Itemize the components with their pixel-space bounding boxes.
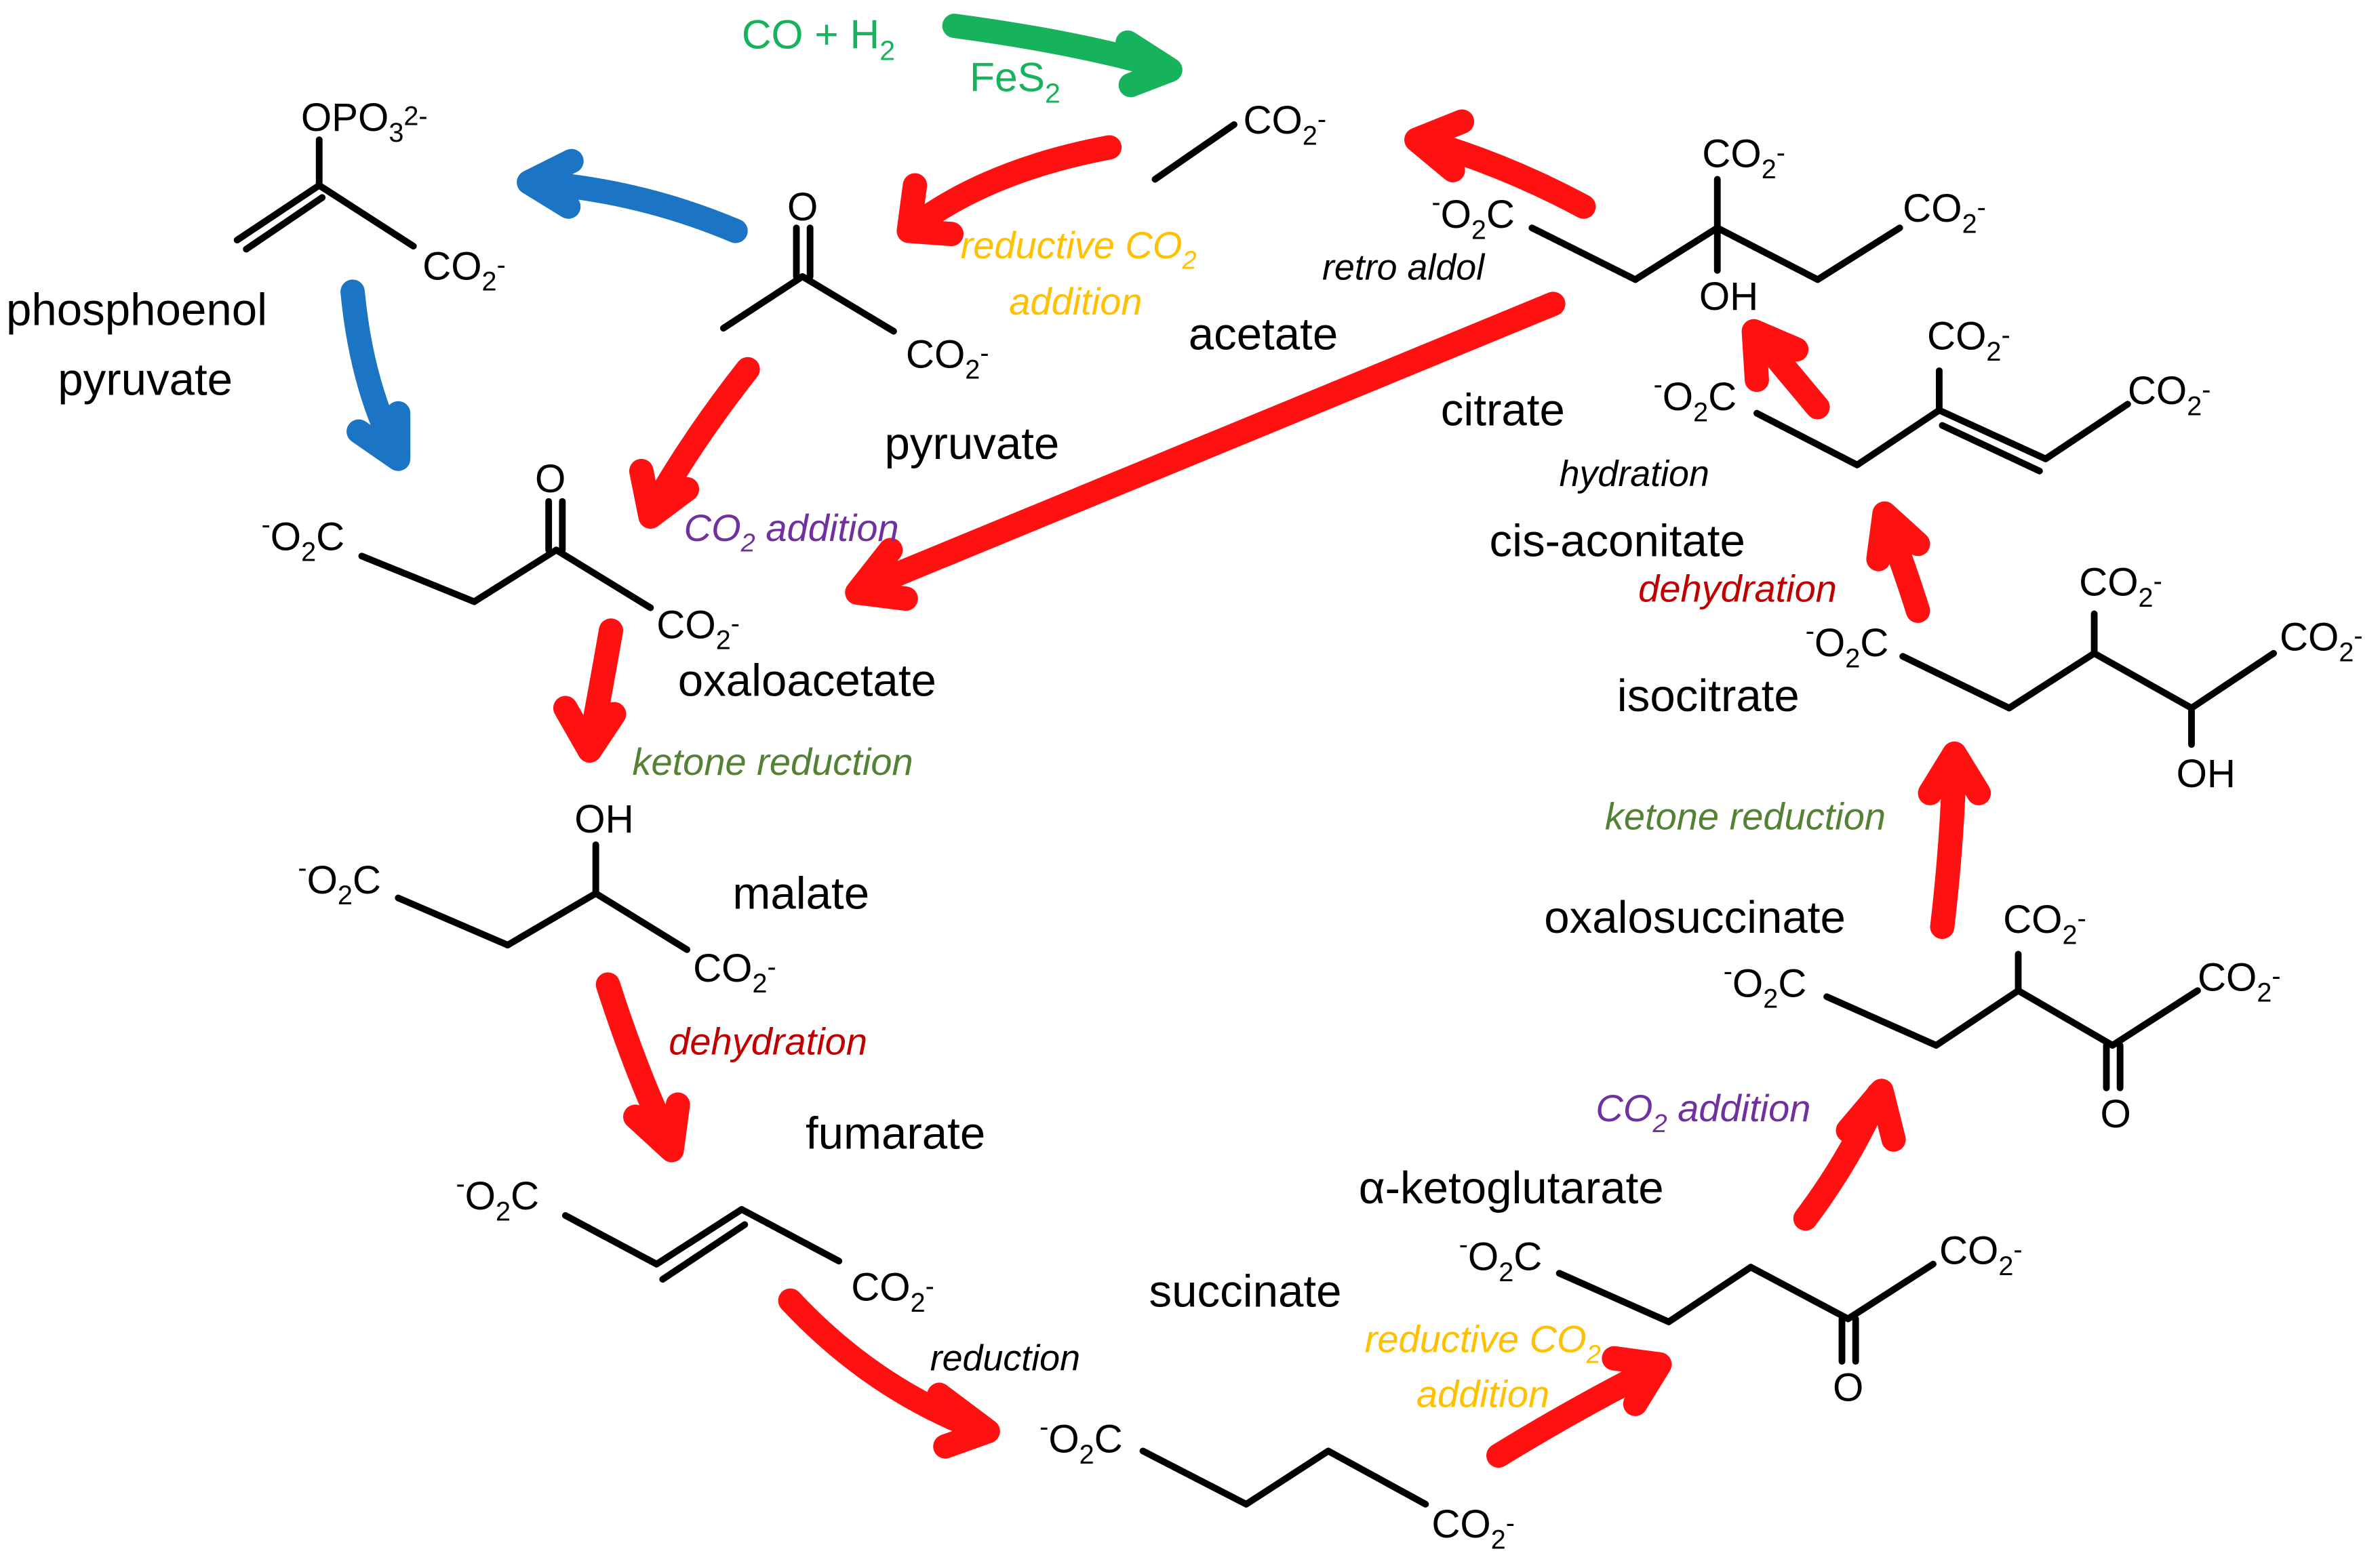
oxalosuccinate-o2c-left: -O2C — [1724, 957, 1807, 1014]
step-dehydration-1: dehydration — [669, 1020, 867, 1062]
fumarate-o2c-left: -O2C — [456, 1169, 539, 1227]
isocitrate-oh: OH — [2177, 752, 2236, 796]
pep-structure — [233, 136, 417, 253]
step-reductive-co2-2a: reductive CO2 — [1365, 1318, 1601, 1369]
oxaloacetate-o2c-left: -O2C — [262, 510, 345, 567]
malate-label: malate — [732, 868, 869, 919]
cisaconitate-co2-top: CO2- — [1927, 314, 2010, 366]
akg-label: α-ketoglutarate — [1359, 1163, 1664, 1213]
oxaloacetate-oxo: O — [535, 457, 566, 501]
step-dehydration-2: dehydration — [1638, 567, 1837, 610]
arrow-acetate-to-pyruvate — [896, 135, 1122, 247]
isocitrate-label: isocitrate — [1617, 670, 1800, 721]
succinate-label: succinate — [1149, 1266, 1341, 1317]
arrow-citrate-to-acetate — [1404, 109, 1596, 219]
succinate-o2c-left: -O2C — [1039, 1412, 1123, 1470]
malate-structure — [395, 841, 691, 953]
malate-co2-group: CO2- — [693, 946, 776, 999]
oxalosuccinate-co2-right: CO2- — [2198, 955, 2281, 1007]
step-hydration: hydration — [1560, 454, 1709, 494]
step-retro-aldol: retro aldol — [1322, 247, 1486, 287]
citrate-o2c-left: -O2C — [1431, 188, 1515, 245]
isocitrate-o2c-left: -O2C — [1806, 616, 1889, 674]
pyruvate-label: pyruvate — [885, 418, 1060, 469]
acetate-structure — [1151, 121, 1237, 183]
pyruvate-co2-group: CO2- — [906, 332, 989, 384]
step-co2-addition-1: CO2 addition — [684, 506, 899, 558]
arrow-succinate-to-akg — [1486, 1346, 1672, 1468]
pep-label-line2: pyruvate — [58, 355, 233, 405]
feed-catalyst: FeS2 — [970, 54, 1060, 108]
oxalosuccinate-oxo: O — [2101, 1092, 2131, 1136]
succinate-co2-group: CO2- — [1431, 1502, 1515, 1554]
arrow-citrate-to-oxaloacetate — [845, 292, 1566, 611]
pep-co2-group: CO2- — [422, 244, 506, 296]
citrate-co2-top: CO2- — [1702, 132, 1785, 184]
arrow-cisaconitate-to-citrate — [1741, 319, 1830, 420]
pyruvate-structure — [719, 224, 897, 335]
arrow-pyruvate-to-pep — [517, 148, 748, 243]
citrate-co2-right: CO2- — [1903, 186, 1986, 239]
feed-reactants: CO + H2 — [742, 12, 895, 66]
step-ketone-reduction-1: ketone reduction — [632, 740, 913, 783]
pep-label-line1: phosphoenol — [6, 285, 267, 336]
arrow-oxalosuccinate-to-isocitrate — [1918, 741, 1991, 940]
malate-o2c-left: -O2C — [298, 853, 381, 910]
arrow-isocitrate-to-cisaconitate — [1866, 501, 1930, 623]
cisaconitate-label: cis-aconitate — [1490, 515, 1745, 566]
arrow-malate-to-fumarate — [595, 972, 690, 1163]
oxaloacetate-structure — [358, 498, 654, 611]
arrow-pep-to-oxaloacetate — [340, 279, 411, 471]
citrate-label: citrate — [1441, 385, 1565, 436]
oxaloacetate-co2-group: CO2- — [656, 603, 740, 655]
step-reductive-co2-1a: reductive CO2 — [961, 224, 1197, 275]
pyruvate-oxo: O — [787, 185, 818, 229]
cisaconitate-o2c-left: -O2C — [1654, 370, 1737, 428]
citrate-oh: OH — [1699, 275, 1758, 319]
step-reductive-co2-1b: addition — [1009, 280, 1142, 323]
cisaconitate-co2-right: CO2- — [2128, 369, 2211, 421]
citrate-structure — [1528, 176, 1903, 283]
arrow-pyruvate-to-oxaloacetate — [629, 357, 760, 529]
step-reductive-co2-2b: addition — [1416, 1372, 1549, 1415]
isocitrate-structure — [1899, 610, 2277, 748]
step-ketone-reduction-2: ketone reduction — [1605, 795, 1886, 838]
acetate-co2-group: CO2- — [1243, 98, 1326, 150]
malate-oh: OH — [574, 797, 633, 841]
isocitrate-co2-right: CO2- — [2280, 615, 2363, 667]
akg-oxo: O — [1833, 1365, 1863, 1409]
oxalosuccinate-co2-top: CO2- — [2003, 898, 2086, 950]
step-reduction: reduction — [930, 1338, 1080, 1379]
akg-structure — [1555, 1260, 1937, 1365]
fumarate-co2-group: CO2- — [851, 1266, 934, 1318]
acetate-label: acetate — [1189, 308, 1338, 359]
arrow-oxaloacetate-to-malate — [553, 618, 627, 763]
arrow-fumarate-to-succinate — [778, 1288, 1000, 1459]
akg-co2-right: CO2- — [1939, 1229, 2023, 1281]
isocitrate-co2-top: CO2- — [2079, 561, 2162, 613]
step-co2-addition-2: CO2 addition — [1595, 1087, 1810, 1138]
fumarate-structure — [561, 1206, 843, 1283]
oxaloacetate-label: oxaloacetate — [678, 656, 936, 706]
oxalosuccinate-structure — [1823, 950, 2201, 1091]
akg-o2c-left: -O2C — [1459, 1230, 1543, 1287]
succinate-structure — [1139, 1447, 1429, 1508]
arrow-akg-to-oxalosuccinate — [1793, 1079, 1906, 1231]
feed-arrow — [942, 14, 1183, 98]
oxalosuccinate-label: oxalosuccinate — [1544, 892, 1846, 943]
cisaconitate-structure — [1753, 367, 2131, 475]
pep-opo3-group: OPO32- — [301, 96, 428, 148]
fumarate-label: fumarate — [806, 1108, 985, 1159]
